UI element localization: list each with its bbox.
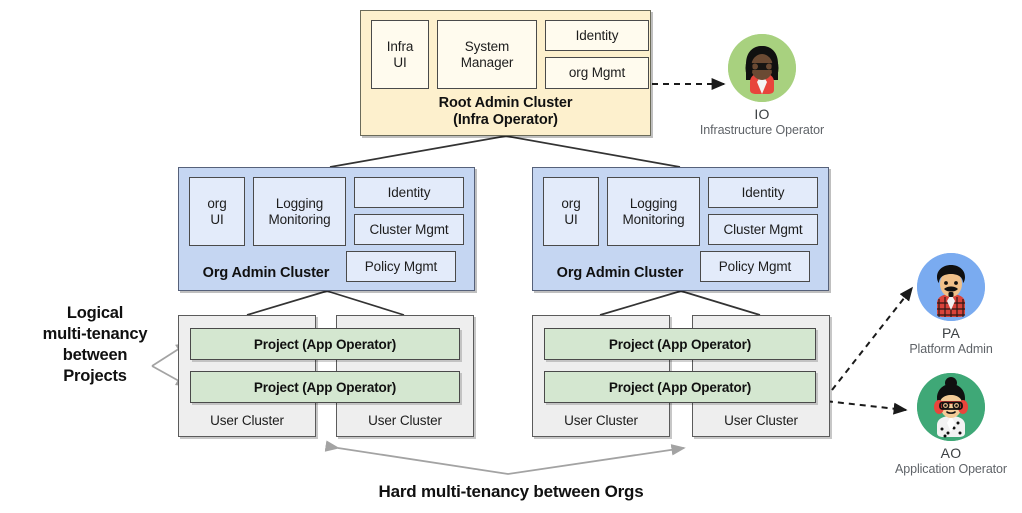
person-icon-ao xyxy=(917,373,985,441)
root-admin-right-stack: Identity org Mgmt xyxy=(545,20,649,89)
org-admin-cluster-left-modules: org UI Logging Monitoring Identity Clust… xyxy=(189,177,464,246)
module-system-manager-line1: System xyxy=(464,39,510,55)
module-logging-monitoring-right-line1: Logging xyxy=(629,196,678,212)
module-policy-mgmt-right[interactable]: Policy Mgmt xyxy=(700,251,810,282)
project-bar-left-1[interactable]: Project (App Operator) xyxy=(190,328,460,360)
org-admin-left-policy-wrap: Policy Mgmt xyxy=(346,251,456,282)
module-org-ui-left-line1: org xyxy=(207,196,227,212)
module-org-ui-right-line2: UI xyxy=(564,211,578,227)
org-admin-cluster-right-title: Org Admin Cluster xyxy=(556,265,684,281)
connector-root-to-orgs xyxy=(329,135,681,168)
module-logging-monitoring-right[interactable]: Logging Monitoring xyxy=(607,177,700,246)
persona-ao-role: Application Operator xyxy=(895,462,1007,476)
persona-io-role: Infrastructure Operator xyxy=(699,123,825,137)
root-admin-cluster-title-line1: Root Admin Cluster xyxy=(438,94,573,111)
org-admin-cluster-left[interactable]: org UI Logging Monitoring Identity Clust… xyxy=(178,167,475,291)
module-org-ui-right-line1: org xyxy=(561,196,581,212)
project-bar-right-2[interactable]: Project (App Operator) xyxy=(544,371,816,403)
persona-infrastructure-operator: IO Infrastructure Operator xyxy=(682,34,842,137)
connector-org-left-to-user-clusters xyxy=(246,290,405,316)
user-cluster-left-2-label: User Cluster xyxy=(368,413,442,428)
user-cluster-right-1-label: User Cluster xyxy=(564,413,638,428)
annotation-logical-line1: Logical xyxy=(66,304,124,322)
persona-platform-admin: PA Platform Admin xyxy=(871,253,1022,356)
module-cluster-mgmt-right[interactable]: Cluster Mgmt xyxy=(708,214,818,245)
person-icon-pa xyxy=(917,253,985,321)
avatar-pa xyxy=(917,253,985,321)
connector-org-right-to-user-clusters xyxy=(599,290,761,316)
annotation-logical-line3: between xyxy=(62,346,128,365)
annotation-logical-line2: multi-tenancy xyxy=(42,325,148,344)
module-system-manager-line2: Manager xyxy=(460,54,514,70)
org-admin-right-stack: Identity Cluster Mgmt xyxy=(708,177,818,246)
module-infra-ui-line1: Infra xyxy=(386,39,414,55)
project-bar-left-2[interactable]: Project (App Operator) xyxy=(190,371,460,403)
module-policy-mgmt-left[interactable]: Policy Mgmt xyxy=(346,251,456,282)
persona-ao-initials: AO xyxy=(940,445,962,461)
module-org-ui-left-line2: UI xyxy=(210,211,224,227)
module-infra-ui[interactable]: Infra UI xyxy=(371,20,429,89)
annotation-logical-multitenancy: Logical multi-tenancy between Projects xyxy=(20,303,170,387)
persona-pa-role: Platform Admin xyxy=(909,342,993,356)
module-logging-monitoring-left-line1: Logging xyxy=(275,196,324,212)
module-logging-monitoring-left[interactable]: Logging Monitoring xyxy=(253,177,346,246)
module-cluster-mgmt-left[interactable]: Cluster Mgmt xyxy=(354,214,464,245)
annotation-hard-multitenancy: Hard multi-tenancy between Orgs xyxy=(378,482,644,501)
module-org-mgmt[interactable]: org Mgmt xyxy=(545,57,649,89)
annotation-logical-line4: Projects xyxy=(63,367,127,386)
user-cluster-left-1-label: User Cluster xyxy=(210,413,284,428)
root-admin-cluster-title-line2: (Infra Operator) xyxy=(453,111,558,128)
module-infra-ui-line2: UI xyxy=(393,54,407,70)
root-admin-cluster-modules: Infra UI System Manager Identity org Mgm… xyxy=(371,20,649,89)
module-logging-monitoring-right-line2: Monitoring xyxy=(622,211,685,227)
org-admin-cluster-right-modules: org UI Logging Monitoring Identity Clust… xyxy=(543,177,818,246)
avatar-io xyxy=(728,34,796,102)
root-admin-cluster[interactable]: Infra UI System Manager Identity org Mgm… xyxy=(360,10,651,136)
project-bar-right-1[interactable]: Project (App Operator) xyxy=(544,328,816,360)
module-identity-right[interactable]: Identity xyxy=(708,177,818,208)
org-admin-right-policy-wrap: Policy Mgmt xyxy=(700,251,810,282)
module-identity[interactable]: Identity xyxy=(545,20,649,51)
module-org-ui-right[interactable]: org UI xyxy=(543,177,599,246)
arrow-hard-multitenancy xyxy=(324,440,686,475)
root-admin-cluster-title: Root Admin Cluster (Infra Operator) xyxy=(361,95,650,129)
person-icon-io xyxy=(728,34,796,102)
avatar-ao xyxy=(917,373,985,441)
module-logging-monitoring-left-line2: Monitoring xyxy=(268,211,331,227)
user-cluster-right-2-label: User Cluster xyxy=(724,413,798,428)
org-admin-cluster-right[interactable]: org UI Logging Monitoring Identity Clust… xyxy=(532,167,829,291)
org-admin-left-stack: Identity Cluster Mgmt xyxy=(354,177,464,246)
module-identity-left[interactable]: Identity xyxy=(354,177,464,208)
persona-application-operator: AO Application Operator xyxy=(871,373,1022,476)
module-org-ui-left[interactable]: org UI xyxy=(189,177,245,246)
module-system-manager[interactable]: System Manager xyxy=(437,20,537,89)
org-admin-cluster-left-title: Org Admin Cluster xyxy=(202,265,330,281)
persona-pa-initials: PA xyxy=(941,325,961,341)
persona-io-initials: IO xyxy=(754,106,770,122)
